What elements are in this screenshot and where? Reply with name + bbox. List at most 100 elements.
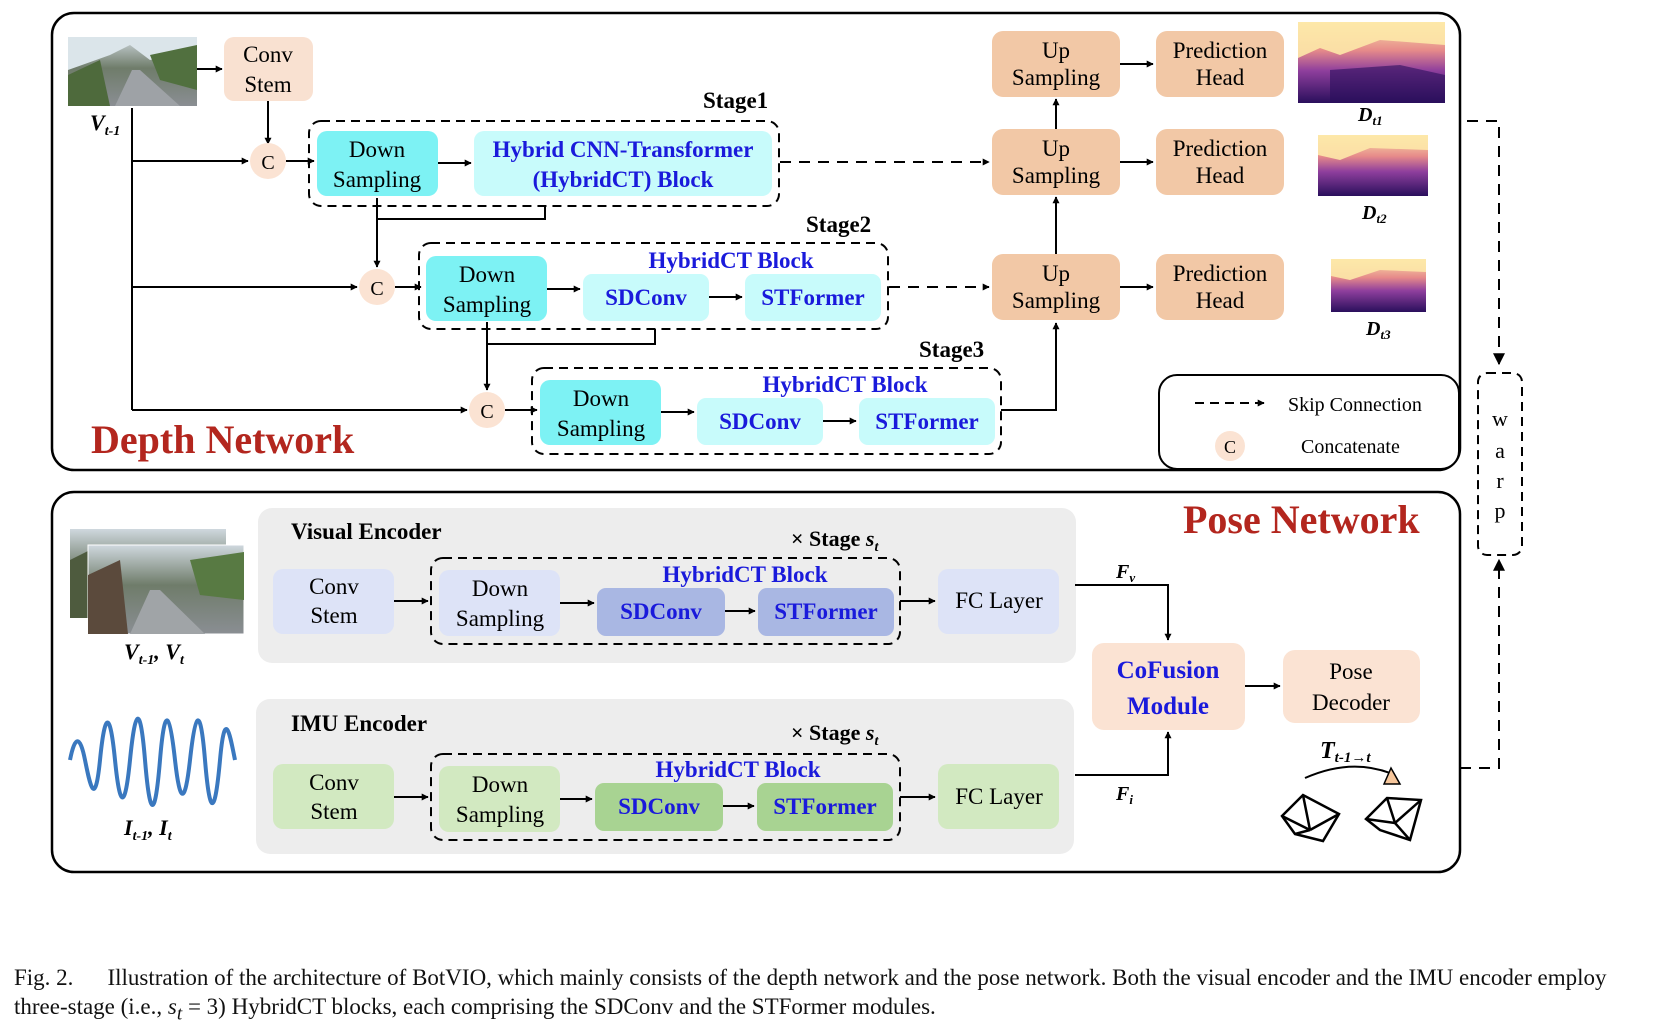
svg-text:(HybridCT) Block: (HybridCT) Block (533, 167, 714, 192)
svg-text:FC Layer: FC Layer (955, 588, 1043, 613)
visual-stage-container (430, 557, 901, 645)
caption-text-1: Illustration of the architecture of BotV… (14, 965, 1607, 1019)
svg-text:Head: Head (1196, 65, 1245, 90)
stage3-sdconv (697, 398, 823, 445)
svg-text:FC Layer: FC Layer (955, 784, 1043, 809)
svg-text:Up: Up (1042, 136, 1070, 161)
svg-text:Sampling: Sampling (456, 606, 545, 631)
prediction-head-1: Prediction Head (1156, 31, 1284, 97)
caption-variable: s (167, 994, 177, 1019)
svg-text:SDConv: SDConv (605, 285, 687, 310)
visual-down-sampling (439, 570, 560, 636)
depth-map-2 (1318, 135, 1428, 196)
svg-text:SDConv: SDConv (719, 409, 801, 434)
svg-text:C: C (480, 401, 493, 423)
depth-conv-stem-label: Conv (243, 42, 293, 67)
svg-text:C: C (261, 152, 274, 174)
svg-text:Conv: Conv (309, 574, 359, 599)
camera-frustum-1-icon (1280, 793, 1341, 843)
imu-encoder-title: IMU Encoder (291, 711, 427, 736)
svg-text:Up: Up (1042, 38, 1070, 63)
prediction-head-2: Prediction Head (1156, 129, 1284, 195)
visual-stformer (758, 588, 894, 636)
svg-text:C: C (1224, 437, 1236, 457)
svg-text:Head: Head (1196, 288, 1245, 313)
imu-down-sampling (439, 766, 560, 832)
warp-box (1477, 372, 1523, 556)
svg-text:SDConv: SDConv (620, 599, 702, 624)
stage3-stformer (859, 398, 995, 445)
stage3-down-sampling (540, 380, 661, 445)
input-frame-label: Vt-1 (90, 110, 120, 139)
svg-text:Pose: Pose (1329, 659, 1372, 684)
stage2-stformer (745, 274, 881, 321)
svg-text:Conv: Conv (309, 770, 359, 795)
svg-text:p: p (1495, 498, 1506, 523)
depth-map-3 (1331, 259, 1426, 312)
fv-label: Fv (1115, 561, 1135, 585)
svg-text:STFormer: STFormer (773, 794, 876, 819)
stage2-container (418, 242, 889, 330)
svg-text:Up: Up (1042, 261, 1070, 286)
imu-stage-container (430, 753, 901, 841)
stage3-label: Stage3 (919, 337, 984, 362)
svg-text:Head: Head (1196, 163, 1245, 188)
svg-text:a: a (1495, 438, 1505, 463)
stage2-down-sampling (426, 256, 547, 321)
svg-text:Down: Down (472, 772, 529, 797)
input-frame-image (68, 37, 197, 106)
pose-network-title: Pose Network (1183, 497, 1420, 542)
svg-text:CoFusion: CoFusion (1117, 657, 1220, 684)
svg-text:Sampling: Sampling (456, 802, 545, 827)
svg-text:Prediction: Prediction (1173, 261, 1268, 286)
svg-text:Down: Down (349, 137, 406, 162)
svg-text:Sampling: Sampling (1012, 288, 1101, 313)
svg-text:Sampling: Sampling (557, 416, 646, 441)
legend-skip-label: Skip Connection (1288, 394, 1422, 416)
svg-text:Sampling: Sampling (1012, 163, 1101, 188)
svg-text:Decoder: Decoder (1312, 690, 1390, 715)
stage1-label: Stage1 (703, 88, 768, 113)
svg-text:SDConv: SDConv (618, 794, 700, 819)
visual-encoder-title: Visual Encoder (291, 519, 442, 544)
depth-map-2-label: Dt2 (1361, 202, 1387, 226)
svg-text:Sampling: Sampling (333, 167, 422, 192)
legend-concat-label: Concatenate (1301, 436, 1400, 458)
svg-text:r: r (1496, 468, 1504, 493)
svg-text:Down: Down (472, 576, 529, 601)
svg-text:STFormer: STFormer (774, 599, 877, 624)
figure-caption: Fig. 2.Illustration of the architecture … (14, 965, 1607, 1025)
svg-text:Stem: Stem (244, 72, 291, 97)
transform-arrowhead (1382, 766, 1402, 785)
stage2-label: Stage2 (806, 212, 871, 237)
svg-text:STFormer: STFormer (875, 409, 978, 434)
upsampling-2: Up Sampling (992, 129, 1120, 195)
camera-frustum-2-icon (1364, 796, 1423, 842)
svg-text:Stem: Stem (310, 799, 357, 824)
visual-fc-layer (938, 569, 1059, 634)
stage1-hybridct-block (474, 131, 772, 196)
stage3-container (531, 367, 1002, 455)
svg-text:Module: Module (1127, 693, 1209, 720)
architecture-diagram: Depth Network Vt-1 Conv Stem C C C Stage… (50, 11, 1523, 874)
caption-equation: = 3 (182, 994, 219, 1019)
legend-concat-icon: C (1215, 431, 1245, 461)
caption-text-2: ) HybridCT blocks, each comprising the S… (218, 994, 936, 1019)
visual-encoder-stage: × Stage st (791, 526, 879, 555)
svg-text:Down: Down (459, 262, 516, 287)
imu-encoder-stage: × Stage st (791, 720, 879, 749)
svg-text:Prediction: Prediction (1173, 136, 1268, 161)
visual-block-title: HybridCT Block (662, 562, 827, 587)
prediction-head-3: Prediction Head (1156, 254, 1284, 320)
upsampling-1: Up Sampling (992, 31, 1120, 97)
depth-map-3-label: Dt3 (1365, 318, 1391, 342)
imu-input-label: It-1, It (123, 815, 173, 844)
stage1-down-sampling (317, 131, 438, 196)
stage2-sdconv (583, 274, 709, 321)
upsampling-3: Up Sampling (992, 254, 1120, 320)
stage3-block-title: HybridCT Block (762, 372, 927, 397)
concat-node-1: C (250, 143, 286, 179)
svg-text:Sampling: Sampling (443, 292, 532, 317)
imu-waveform (68, 716, 237, 807)
svg-text:Down: Down (573, 386, 630, 411)
